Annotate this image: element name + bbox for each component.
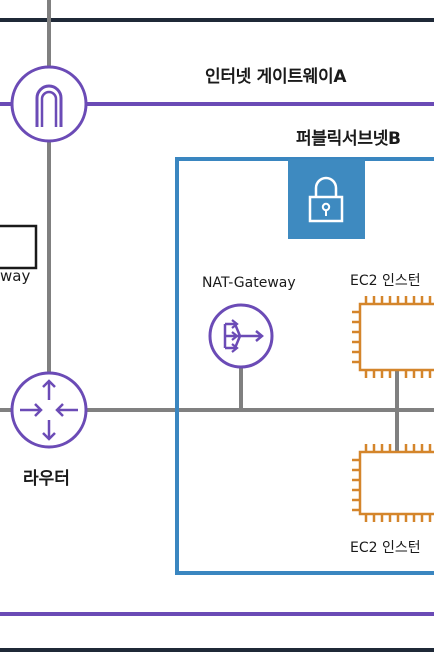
cut-box-label: way [0,267,31,285]
internet-gateway-label: 인터넷 게이트웨이A [205,67,347,87]
public-subnet-label: 퍼블릭서브넷B [296,129,401,149]
ec2-chip-icon-top [352,296,434,378]
router-icon [10,371,88,449]
ec2-top-label: EC2 인스턴 [350,273,421,289]
ec2-bottom-label: EC2 인스턴 [350,540,421,556]
cut-off-box [0,224,38,270]
nat-gateway-label: NAT-Gateway [202,275,296,291]
router-label: 라우터 [23,469,70,489]
internet-gateway-icon [10,65,88,143]
nat-gateway-icon [208,303,274,369]
ec2-chip-icon-bottom [352,444,434,522]
lock-icon [288,159,365,239]
